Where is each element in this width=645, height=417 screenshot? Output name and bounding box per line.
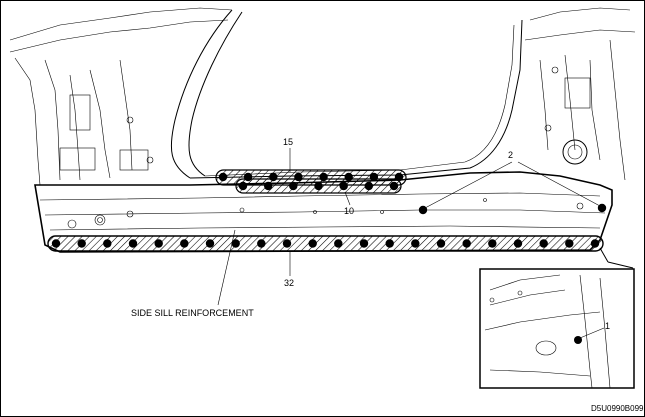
weld-spot xyxy=(385,239,394,248)
weld-spot xyxy=(436,239,446,248)
weld-spot xyxy=(77,239,86,248)
side-sill-reinforcement-label: SIDE SILL REINFORCEMENT xyxy=(131,308,254,318)
weld-spot xyxy=(462,239,471,248)
weld-spot xyxy=(364,181,373,191)
weld-spot xyxy=(257,239,266,248)
body-structure-lineart xyxy=(9,7,636,186)
weld-spot xyxy=(339,181,348,191)
weld-spot xyxy=(282,239,292,248)
weld-spot xyxy=(590,239,600,248)
weld-group-32 xyxy=(47,235,604,252)
weld-spot xyxy=(359,239,369,248)
figure-code: D5U0990B099 xyxy=(591,404,644,413)
weld-spot xyxy=(513,239,523,248)
weld-spot xyxy=(51,239,61,248)
weld-spot xyxy=(574,336,582,344)
weld-group-10 xyxy=(235,178,402,194)
callout-1: 1 xyxy=(605,321,610,331)
weld-spot xyxy=(180,239,189,248)
callout-10: 10 xyxy=(344,206,354,216)
weld-spot xyxy=(411,239,420,248)
weld-spot xyxy=(488,239,497,248)
weld-spot xyxy=(128,239,138,248)
weld-spot xyxy=(231,239,240,248)
weld-group-2 xyxy=(418,161,607,215)
weld-spot xyxy=(218,172,228,182)
weld-spot xyxy=(205,239,215,248)
weld-spot xyxy=(389,181,399,191)
weld-spot xyxy=(539,239,548,248)
weld-spot xyxy=(264,181,273,191)
weld-spot xyxy=(565,239,574,248)
weld-spot xyxy=(289,181,298,191)
callout-32: 32 xyxy=(284,278,294,288)
weld-spot xyxy=(154,239,163,248)
weld-spot xyxy=(308,239,317,248)
weld-spot xyxy=(334,239,343,248)
callout-15: 15 xyxy=(283,137,293,147)
weld-spot xyxy=(597,203,607,213)
leader-lines xyxy=(217,148,351,306)
weld-spot xyxy=(314,181,323,191)
weld-spot xyxy=(238,181,248,191)
weld-spot xyxy=(418,205,428,215)
detail-inset: 1 xyxy=(479,247,635,389)
callout-2: 2 xyxy=(508,150,513,160)
weld-spot xyxy=(103,239,112,248)
